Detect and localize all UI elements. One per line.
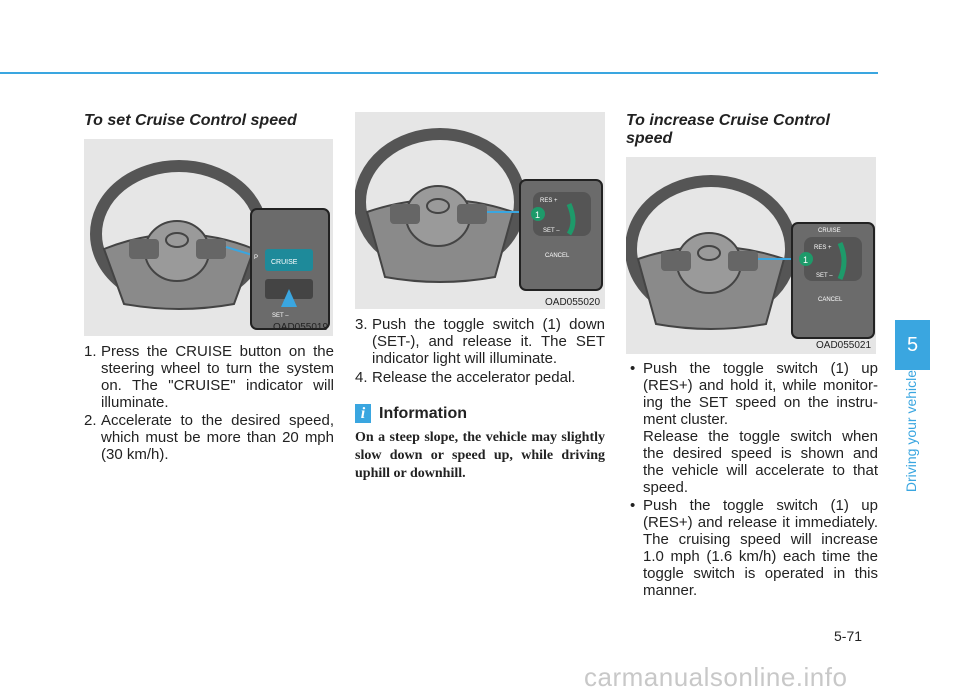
step-1: 1. Press the CRUISE button on the steeri… [84,343,334,413]
bullet-text: Push the toggle switch (1) up (RES+) and… [643,360,878,428]
set-label: SET – [272,313,289,319]
steering-wheel-illustration: 1 RES + SET – CANCEL [355,128,603,291]
step-text: Press the CRUISE button on the steering … [101,343,334,411]
res-label: RES + [540,198,558,204]
heading-line: To increase Cruise Control [626,112,830,129]
section-heading-increase-speed: To increase Cruise Control speed [626,112,876,148]
set-label: SET – [543,228,560,234]
figure-code: OAD055021 [816,340,872,351]
step-number: 1. [84,343,97,360]
bullet-mark: • [630,360,636,377]
bullet-item: • Push the toggle switch (1) up (RES+) a… [626,360,878,430]
watermark: carmanualsonline.info [584,662,848,692]
set-label: SET – [816,273,833,279]
step-text: Release the accelerator pedal. [372,369,576,386]
figure-cruise-button: CRUISE SET – P [84,139,333,336]
figure-code: OAD055020 [545,297,601,308]
information-body: On a steep slope, the vehicle may slight… [355,430,605,481]
steering-wheel-illustration: 1 CRUISE RES + SET – CANCEL [626,175,875,339]
information-header: i Information [355,404,467,423]
information-title: Information [379,404,467,422]
cruise-label: CRUISE [818,228,841,234]
step-number: 4. [355,369,368,386]
figure-set-toggle: 1 RES + SET – CANCEL [355,112,605,309]
bullet-continuation: Release the toggle switch when the desir… [626,428,878,498]
chapter-title-text: Driving your vehicle [903,369,919,493]
chapter-title-vertical: Driving your vehicle [901,368,921,498]
bullet-mark: • [630,497,636,514]
header-rule [0,72,878,74]
step-number: 3. [355,316,368,333]
cruise-label: CRUISE [271,259,298,266]
p-label: P [254,255,258,261]
page-number: 5-71 [834,628,863,644]
bullet-text: Push the toggle switch (1) up (RES+) and… [643,497,878,599]
bullet-item: • Push the toggle switch (1) up (RES+) a… [626,497,878,599]
cancel-label: CANCEL [818,297,843,303]
bullet-text: Release the toggle switch when the desir… [643,428,878,496]
figure-res-toggle: 1 CRUISE RES + SET – CANCEL [626,157,876,354]
toggle-number-badge: 1 [803,255,808,265]
step-text: Accelerate to the desired speed, which m… [101,412,334,463]
figure-code: OAD055019 [273,322,329,333]
chapter-number-tab: 5 [895,320,930,370]
heading-line: speed [626,130,673,147]
step-number: 2. [84,412,97,429]
information-icon: i [355,404,371,423]
toggle-number-badge: 1 [535,210,540,220]
res-label: RES + [814,245,832,251]
steering-wheel-illustration: CRUISE SET – P [90,160,330,330]
step-3: 3. Push the toggle switch (1) down (SET-… [355,316,605,368]
section-heading-set-speed: To set Cruise Control speed [84,112,297,129]
step-4: 4. Release the accelerator pedal. [355,369,605,387]
step-text: Push the toggle switch (1) down (SET-), … [372,316,605,367]
cancel-label: CANCEL [545,253,570,259]
step-2: 2. Accelerate to the desired speed, whic… [84,412,334,464]
